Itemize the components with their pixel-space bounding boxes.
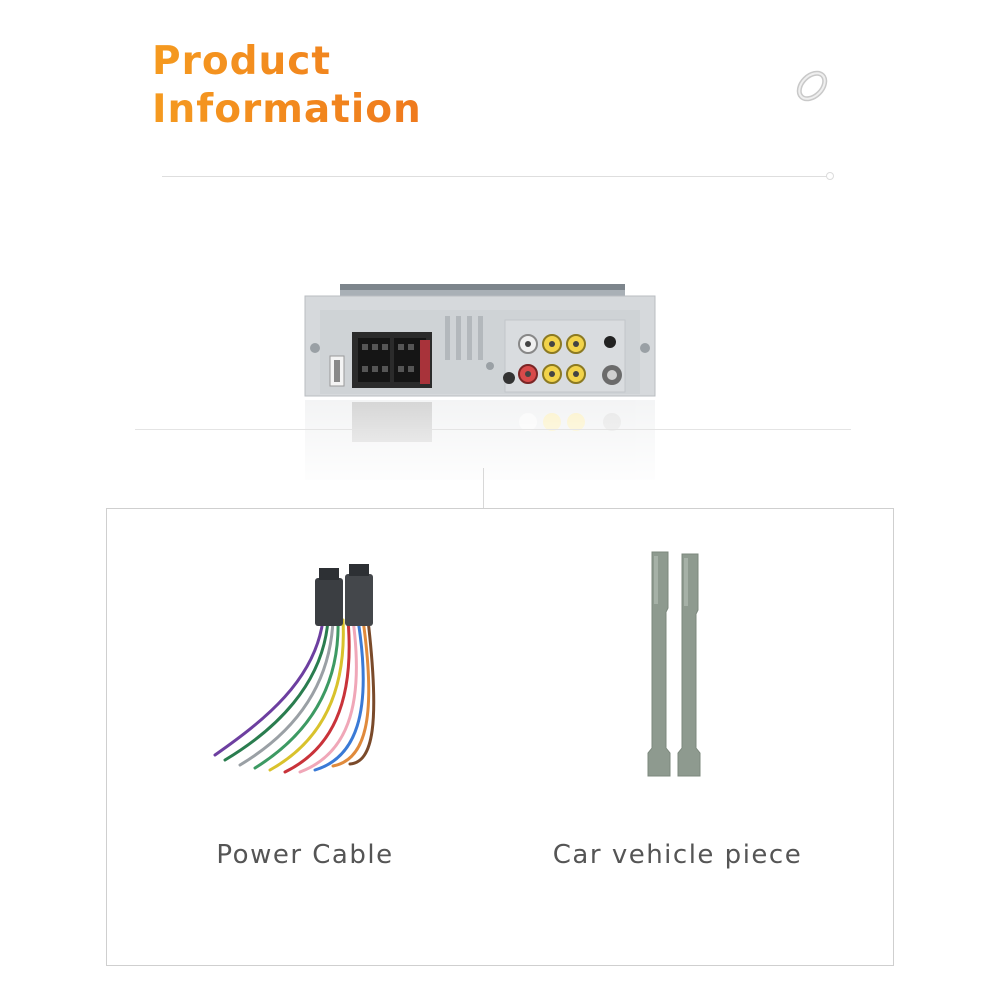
power-cable-label: Power Cable (216, 840, 394, 870)
connector-line (483, 468, 484, 508)
divider-line (135, 429, 851, 430)
car-stereo-rear-panel-icon (300, 284, 660, 492)
ring-icon (796, 70, 828, 102)
divider-line (162, 176, 830, 177)
car-vehicle-piece-label: Car vehicle piece (552, 840, 803, 870)
title-line-1: Product (152, 39, 332, 84)
title-line-2: Information (152, 87, 422, 132)
wire-harness-icon (213, 564, 376, 774)
page-title: Product Information (152, 38, 422, 134)
divider-dot (826, 172, 834, 180)
removal-keys-icon (647, 551, 701, 777)
